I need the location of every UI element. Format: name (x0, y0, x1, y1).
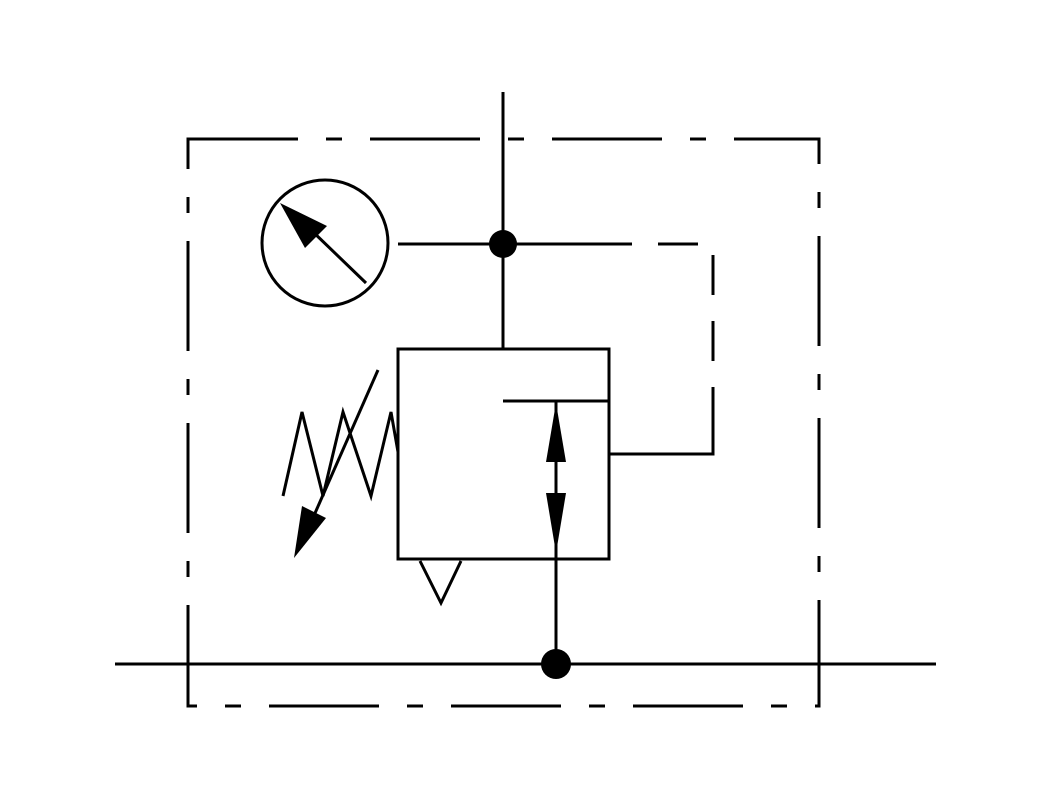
junction-dot-top (489, 230, 517, 258)
pilot-return-line (609, 400, 715, 456)
valve-body (396, 347, 611, 561)
spring-adjust-arrowhead-icon (294, 506, 326, 558)
gauge-needle (308, 227, 368, 285)
adjustable-spring (281, 369, 400, 558)
flow-arrow-up-head-icon (546, 403, 566, 462)
pressure-gauge (260, 178, 390, 308)
enclosure-boundary (186, 137, 821, 708)
flow-arrow (546, 401, 566, 664)
spring-adjust-arrow-shaft (310, 369, 380, 521)
flow-arrow-down-head-icon (546, 493, 566, 553)
spring-zigzag-icon (281, 406, 400, 502)
gauge-dial-circle (260, 178, 390, 308)
drain-port-triangle-icon (418, 560, 463, 607)
gauge-needle-arrowhead-icon (280, 203, 327, 248)
